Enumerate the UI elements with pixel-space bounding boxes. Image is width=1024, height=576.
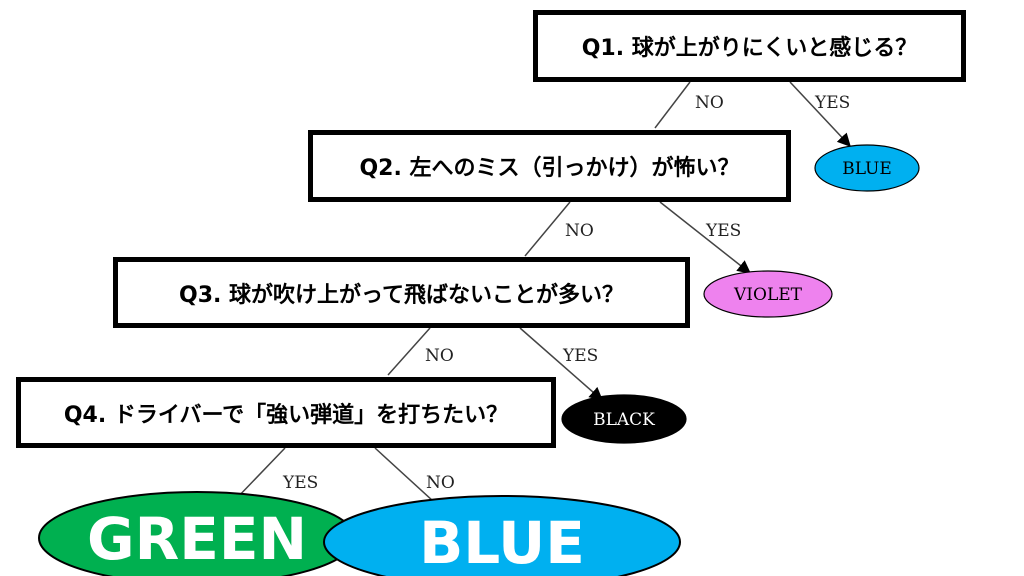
result-q3-yes-node <box>561 394 687 444</box>
question-3-box: Q3. 球が吹け上がって飛ばないことが多い？ <box>113 257 690 328</box>
result-q1-yes-node <box>814 144 920 192</box>
question-1-text: Q1. 球が上がりにくいと感じる？ <box>581 36 918 61</box>
edge-label-q4-yes: YES <box>282 473 318 493</box>
result-q4-no-node <box>323 495 681 576</box>
question-4-box: Q4. ドライバーで「強い弾道」を打ちたい？ <box>16 377 556 448</box>
result-q4-no-label: BLUE <box>419 509 585 576</box>
edge-label-q1-no: NO <box>695 93 724 113</box>
edge-label-q2-yes: YES <box>705 221 741 241</box>
edge-q1-yes <box>789 81 851 147</box>
question-3-text: Q3. 球が吹け上がって飛ばないことが多い？ <box>179 282 624 308</box>
edge-q3-yes <box>519 327 604 401</box>
edge-label-q3-yes: YES <box>562 346 598 366</box>
edge-q1-no <box>654 81 691 129</box>
question-2-text: Q2. 左へのミス（引っかけ）が怖い？ <box>359 156 740 181</box>
edge-label-q3-no: NO <box>425 346 454 366</box>
question-4-text: Q4. ドライバーで「強い弾道」を打ちたい？ <box>63 402 509 428</box>
result-q1-yes-label: BLUE <box>842 159 892 179</box>
edge-label-q2-no: NO <box>565 221 594 241</box>
question-2-box: Q2. 左へのミス（引っかけ）が怖い？ <box>308 130 791 202</box>
result-q4-yes-label: GREEN <box>87 505 307 573</box>
edge-q3-no <box>387 327 431 376</box>
edge-q4-yes <box>234 447 286 501</box>
result-q2-yes-node <box>703 270 833 318</box>
edge-label-q4-no: NO <box>426 473 455 493</box>
edge-label-q1-yes: YES <box>814 93 850 113</box>
question-1-box: Q1. 球が上がりにくいと感じる？ <box>533 10 966 82</box>
edge-q2-yes <box>659 201 752 274</box>
result-q3-yes-label: BLACK <box>593 410 655 430</box>
edge-q2-no <box>524 201 571 257</box>
result-q2-yes-label: VIOLET <box>733 285 803 305</box>
